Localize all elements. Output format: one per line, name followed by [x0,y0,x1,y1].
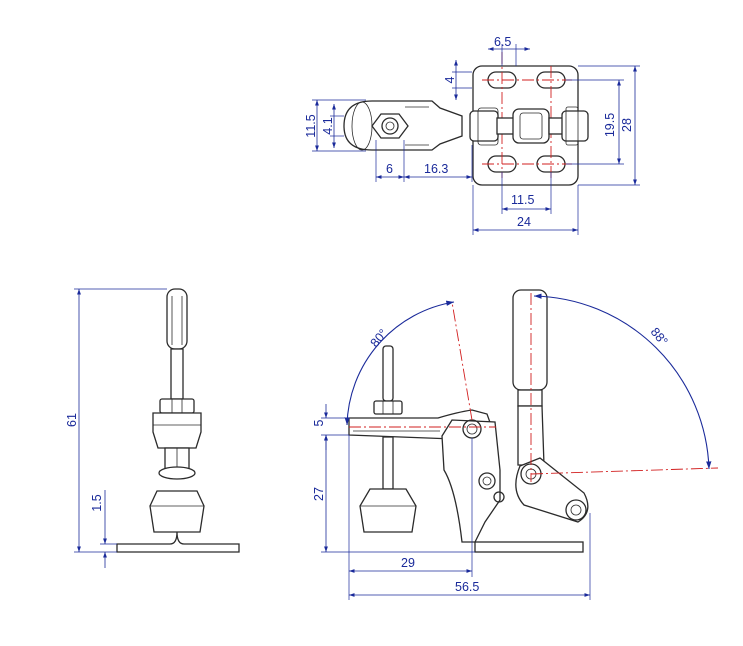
pressure-pad-side [359,488,417,533]
dim-base-thickness: 1.5 [90,494,104,511]
lever-link [515,457,589,523]
base-front [116,531,240,553]
handle-grip [166,288,188,350]
dim-arm-width: 11.5 [304,114,318,137]
dim-total-height: 61 [65,413,79,427]
dim-base-depth: 28 [620,118,634,132]
top-view: 6.5 4 11.5 4.1 6 16.3 [304,35,640,235]
dim-arm-length: 16.3 [424,162,448,176]
dim-arm-height: 27 [312,487,326,501]
spindle-nut-side [373,400,403,415]
dim-hole-spacing-y: 19.5 [603,113,617,137]
dim-spindle-reach: 29 [401,556,415,570]
handle-grip-side [512,289,548,391]
clamp-arm-top [343,100,463,151]
dim-hole-pitch: 11.5 [511,193,534,207]
front-view: 61 1.5 [65,288,240,568]
dim-arm-offset: 5 [312,419,326,426]
nut-front [159,398,195,414]
side-view: 80° 88° 5 27 29 56.5 [312,289,719,600]
dim-handle-opening-angle: 88° [648,325,671,348]
dim-hole-spacing-x: 6.5 [494,35,511,49]
dim-base-width: 24 [517,215,531,229]
dimensions-top-view: 6.5 4 11.5 4.1 6 16.3 [304,35,640,235]
pressure-pad-front [149,490,205,533]
hex-nut-icon [371,113,409,139]
dim-slot-offset: 4 [443,76,457,83]
linkage-top [469,106,589,146]
dim-hub-offset: 6 [386,162,393,176]
body-bracket [441,419,501,543]
dim-overall-length: 56.5 [455,580,479,594]
dim-hub-width: 4.1 [321,117,335,134]
base-plate-side [474,541,584,553]
